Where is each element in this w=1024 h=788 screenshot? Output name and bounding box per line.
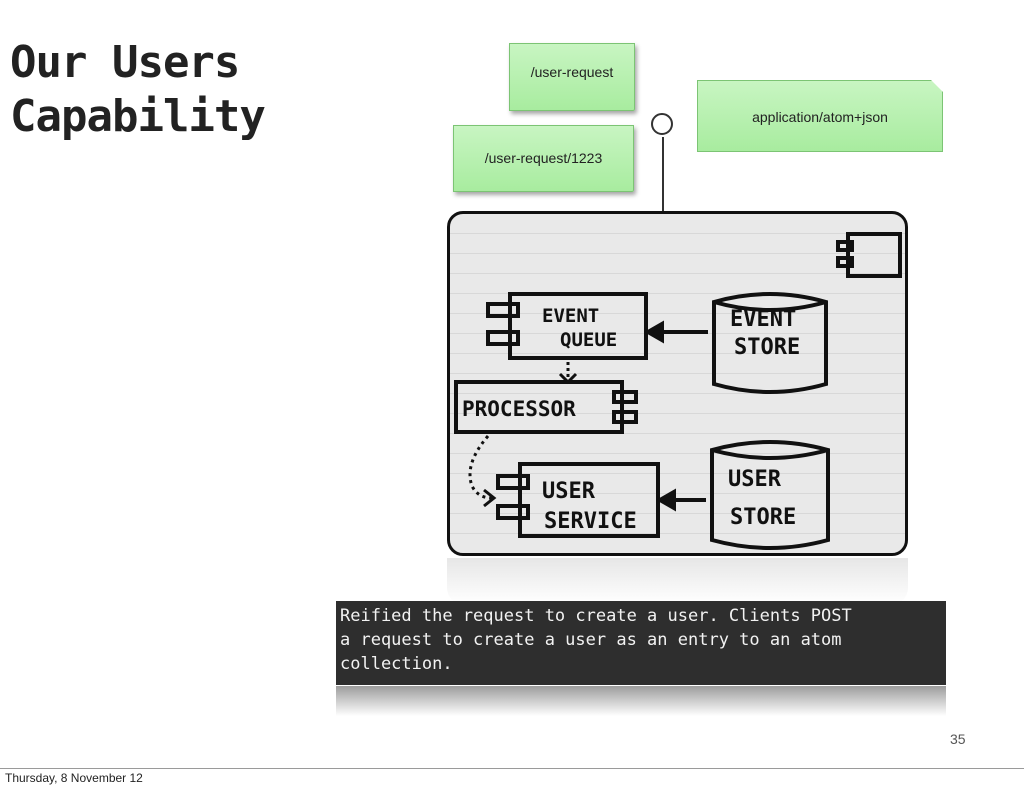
note-user-request-1223: /user-request/1223 [453,125,634,192]
arrow-queue-to-processor [560,362,576,382]
note-media-type: application/atom+json [697,80,943,152]
footer-date: Thursday, 8 November 12 [5,771,143,785]
caption-reflection [336,686,946,716]
arrow-event-store-to-queue [648,324,708,340]
component-icon [838,234,900,276]
slide-title: Our Users Capability [10,36,265,144]
interface-circle [651,113,673,135]
event-queue-label-2: QUEUE [560,329,617,351]
arrow-user-store-to-service [660,492,706,508]
user-service-label-2: SERVICE [544,509,637,534]
user-store-label-2: STORE [730,505,796,530]
sketch-diagram: EVENT QUEUE EVENT STORE [450,214,905,553]
event-store-label-1: EVENT [730,307,796,332]
caption-box: Reified the request to create a user. Cl… [336,601,946,685]
processor-label: PROCESSOR [462,397,576,421]
note-user-request-1223-text: /user-request/1223 [485,150,603,166]
arrow-processor-to-user-service [470,436,494,506]
user-store-cylinder [712,442,828,548]
note-user-request: /user-request [509,43,635,111]
page-number: 35 [950,731,966,747]
note-user-request-text: /user-request [531,64,613,80]
note-media-type-text: application/atom+json [752,109,888,125]
user-store-label-1: USER [728,467,782,492]
slide: Our Users Capability /user-request /user… [0,0,1024,769]
interface-connector-line [662,137,664,211]
event-store-label-2: STORE [734,335,800,360]
title-line-2: Capability [10,90,265,144]
photo-reflection [447,558,908,604]
whiteboard-sketch-photo: EVENT QUEUE EVENT STORE [447,211,908,556]
user-service-label-1: USER [542,479,596,504]
event-queue-label-1: EVENT [542,305,599,327]
title-line-1: Our Users [10,36,265,90]
